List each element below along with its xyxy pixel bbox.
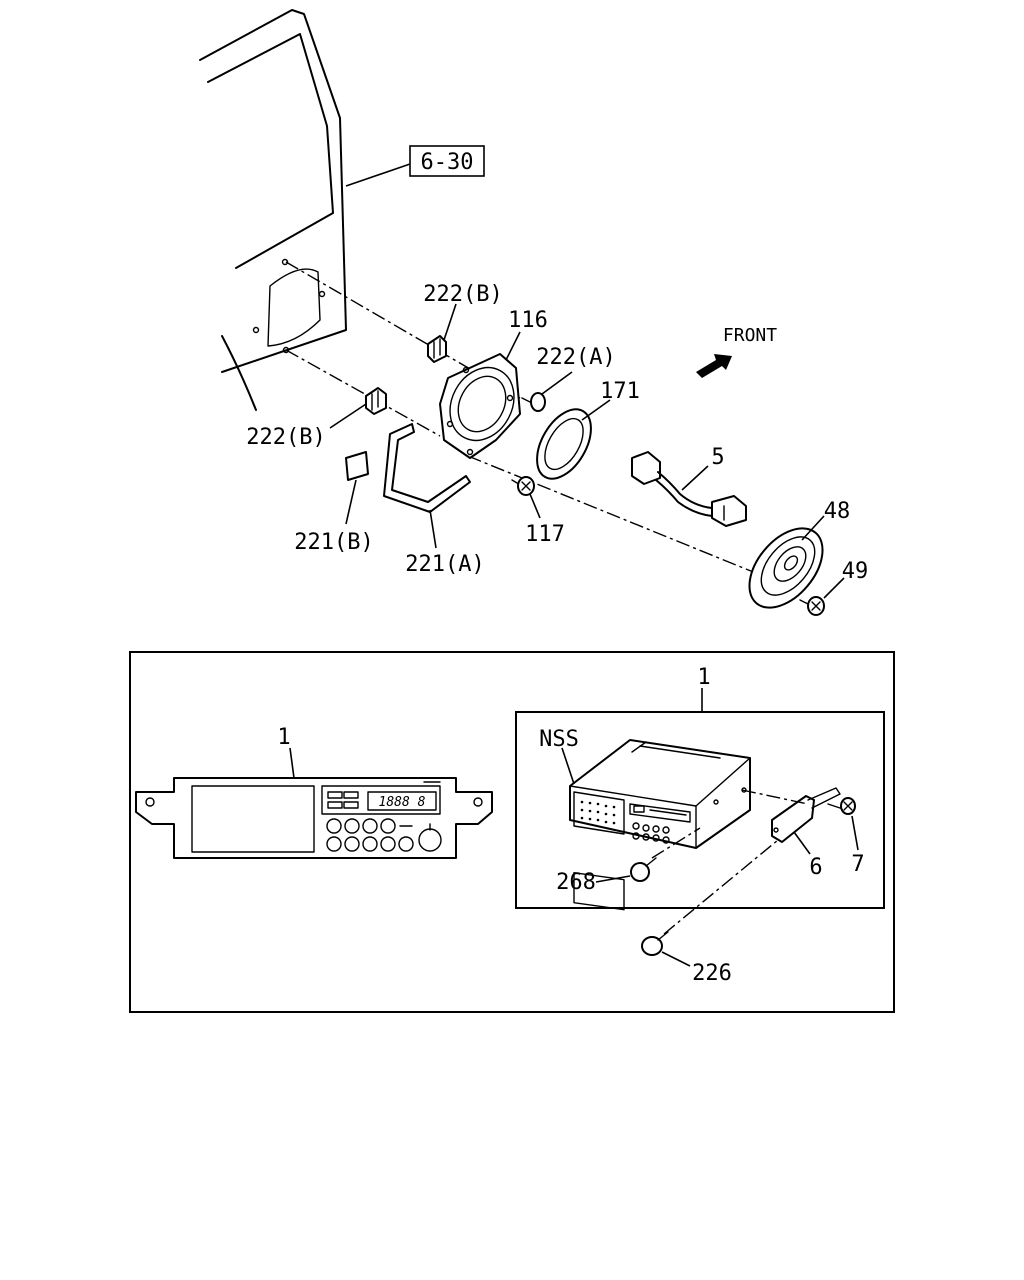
callout-48: 48 xyxy=(824,499,851,524)
screw-222a xyxy=(521,392,546,412)
assembly-lines-lower xyxy=(651,789,809,935)
inner-detail-box xyxy=(515,711,885,909)
speaker-48 xyxy=(748,527,824,609)
bolt-226 xyxy=(641,931,669,956)
callout-7: 7 xyxy=(851,852,864,877)
knob-268 xyxy=(630,857,657,882)
seal-221b xyxy=(345,451,369,481)
radio-faceplate: 1888 8 xyxy=(135,777,493,859)
callout-5: 5 xyxy=(711,445,724,470)
leader-lines-upper xyxy=(329,303,845,599)
clip-222b-left xyxy=(365,387,387,415)
callout-1-left: 1 xyxy=(277,725,290,750)
callout-221b: 221(B) xyxy=(294,530,373,555)
lower-frame xyxy=(129,651,895,1013)
clip-222b-top xyxy=(427,335,447,363)
callout-116: 116 xyxy=(508,308,548,333)
callout-268: 268 xyxy=(556,870,596,895)
door-panel xyxy=(199,9,347,411)
front-arrow-icon xyxy=(696,354,732,378)
seal-221a xyxy=(383,423,471,513)
radio-lcd-display: 1888 8 xyxy=(379,795,426,810)
callout-1-right: 1 xyxy=(697,665,710,690)
callout-226: 226 xyxy=(692,961,732,986)
callout-49: 49 xyxy=(842,559,869,584)
screw-7 xyxy=(827,797,856,815)
screw-117 xyxy=(511,476,535,496)
callout-6: 6 xyxy=(809,855,822,880)
callout-front: FRONT xyxy=(723,325,777,346)
leader-lines-lower xyxy=(289,688,859,967)
ref-box-6-30: 6-30 xyxy=(345,145,485,187)
callout-222a: 222(A) xyxy=(536,345,615,370)
radio-grille xyxy=(580,800,616,825)
screw-49 xyxy=(799,596,825,616)
bracket-6 xyxy=(771,787,841,843)
callout-171: 171 xyxy=(600,379,640,404)
radio-unit-isometric xyxy=(569,739,751,911)
callout-6-30: 6-30 xyxy=(421,150,474,175)
callout-117: 117 xyxy=(525,522,565,547)
callout-222b-top: 222(B) xyxy=(423,282,502,307)
callout-222b-left: 222(B) xyxy=(246,425,325,450)
callout-nss: NSS xyxy=(539,727,579,752)
harness-5 xyxy=(631,451,747,527)
speaker-bracket-116 xyxy=(439,353,521,459)
ring-171 xyxy=(536,408,592,480)
callout-221a: 221(A) xyxy=(405,552,484,577)
